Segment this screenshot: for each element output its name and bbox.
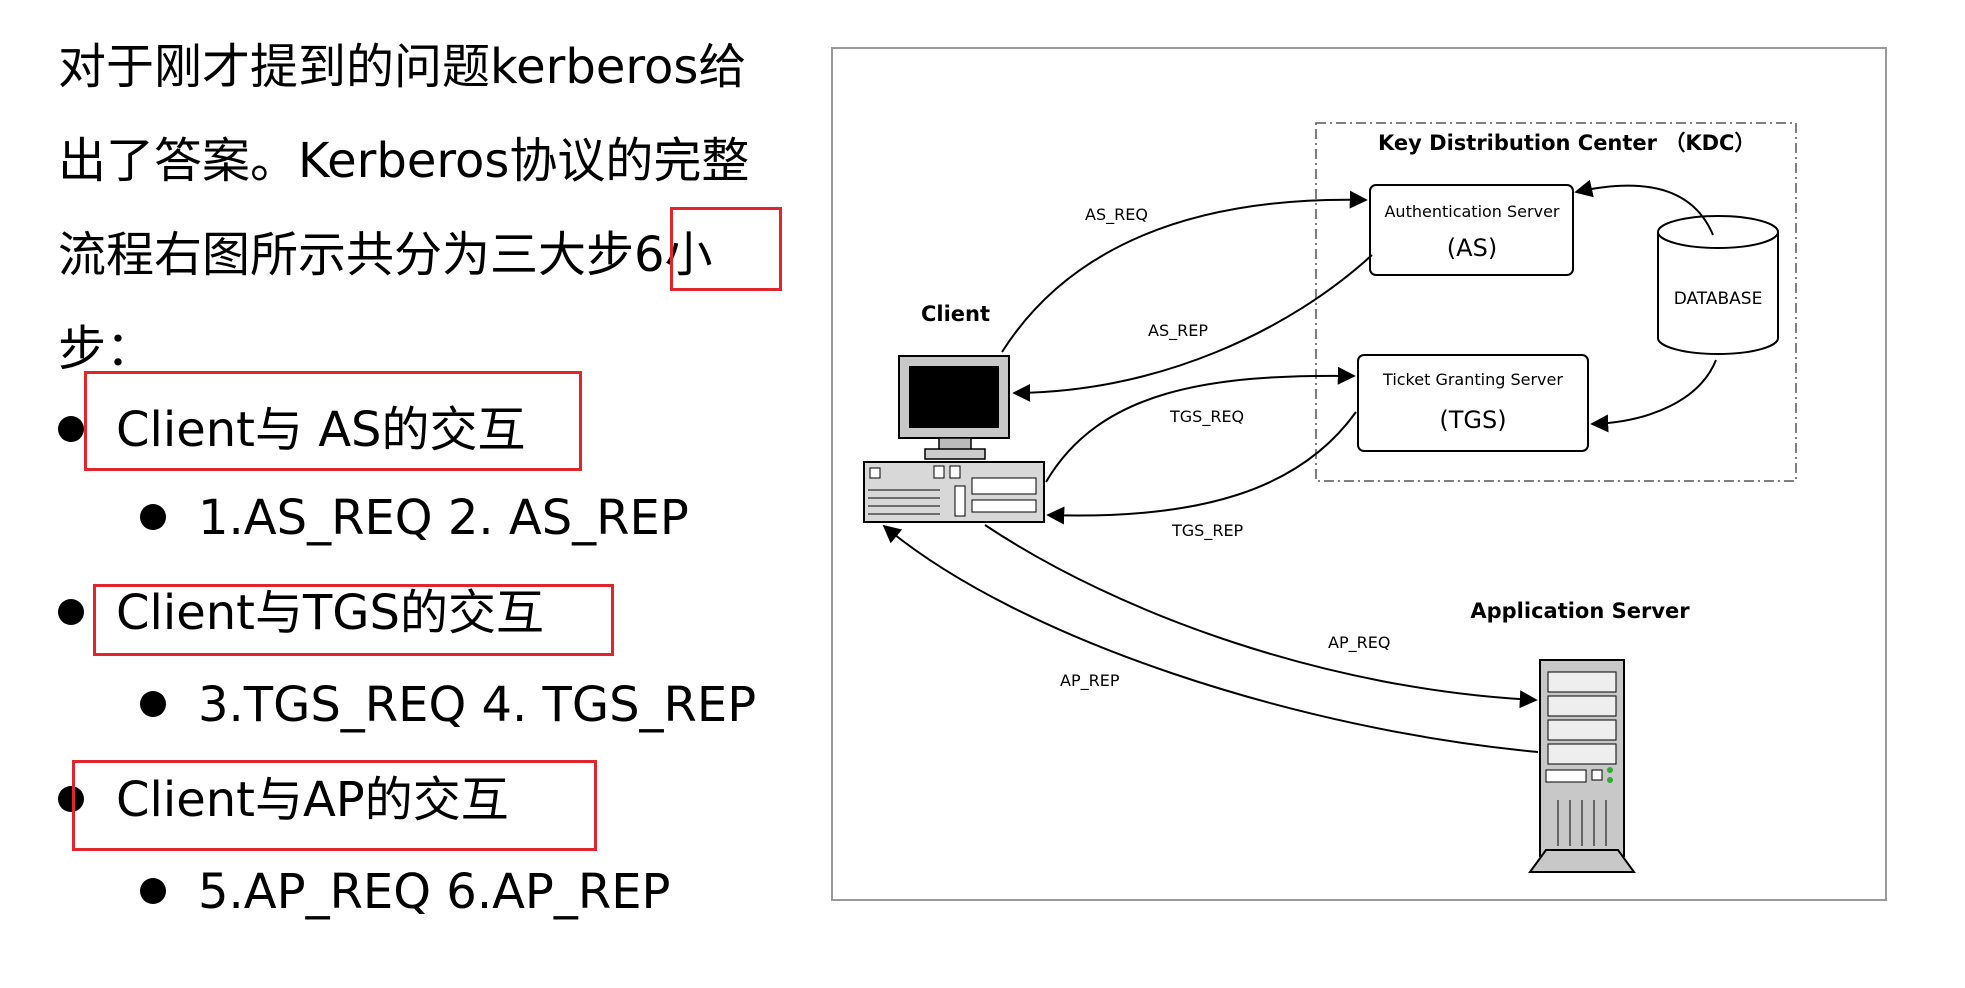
bullet-client-as: Client与 AS的交互 (58, 400, 526, 460)
bullet-label: Client与TGS的交互 (116, 585, 544, 641)
bullet-client-tgs: Client与TGS的交互 (58, 583, 544, 643)
bullet-client-ap: Client与AP的交互 (58, 770, 509, 830)
as-req-arrow (1001, 190, 1368, 353)
highlight-box-ap (72, 760, 597, 851)
bullet-dot (140, 504, 166, 530)
ap-req-label: AP_REQ (1328, 633, 1390, 653)
tgs-req-arrow (1045, 366, 1356, 483)
app-server-label: Application Server (1470, 599, 1690, 623)
client-label: Client (921, 302, 990, 326)
db-to-as-arrow (1574, 179, 1714, 236)
tgs-req-label: TGS_REQ (1169, 407, 1244, 427)
kdc-boundary (1315, 122, 1797, 482)
as-abbr: (AS) (1447, 234, 1497, 262)
highlight-box-as (84, 371, 582, 471)
highlight-box-6-steps (670, 207, 782, 291)
tgs-abbr: (TGS) (1439, 406, 1506, 434)
bullet-label: Client与AP的交互 (116, 772, 509, 828)
intro-line-3: 流程右图所示共分为三大步6小 (58, 227, 713, 283)
ap-rep-label: AP_REP (1060, 671, 1120, 691)
highlight-box-tgs (93, 584, 614, 656)
subbullet-as: 1.AS_REQ 2. AS_REP (140, 488, 689, 548)
bullet-label: Client与 AS的交互 (116, 402, 526, 458)
ap-req-arrow (984, 524, 1538, 709)
subbullet-label: 5.AP_REQ 6.AP_REP (198, 864, 671, 920)
as-req-label: AS_REQ (1085, 205, 1148, 225)
as-rep-arrow (1012, 254, 1373, 402)
bullet-dot (58, 599, 84, 625)
subbullet-label: 3.TGS_REQ 4. TGS_REP (198, 677, 757, 733)
bullet-dot (140, 878, 166, 904)
subbullet-ap: 5.AP_REQ 6.AP_REP (140, 862, 671, 922)
bullet-dot (140, 691, 166, 717)
subbullet-label: 1.AS_REQ 2. AS_REP (198, 490, 689, 546)
client-computer-icon (863, 355, 1045, 523)
intro-text: 对于刚才提到的问题kerberos给 出了答案。Kerberos协议的完整 流程… (58, 20, 808, 396)
intro-line-4: 步： (58, 321, 155, 377)
intro-line-1: 对于刚才提到的问题kerberos给 (58, 39, 747, 95)
db-to-tgs-arrow (1590, 359, 1717, 433)
bullet-dot (58, 786, 84, 812)
database-label: DATABASE (1674, 289, 1763, 309)
as-rep-label: AS_REP (1148, 321, 1208, 341)
ap-rep-arrow (882, 524, 1539, 753)
database-icon (1657, 215, 1779, 355)
as-box (1369, 184, 1574, 276)
tgs-title: Ticket Granting Server (1382, 370, 1563, 389)
intro-line-2: 出了答案。Kerberos协议的完整 (58, 133, 750, 189)
application-server-icon (1528, 659, 1636, 873)
as-title: Authentication Server (1384, 202, 1559, 221)
tgs-box (1357, 354, 1589, 452)
tgs-rep-label: TGS_REP (1171, 521, 1244, 541)
tgs-rep-arrow (1046, 411, 1357, 525)
bullet-dot (58, 416, 84, 442)
subbullet-tgs: 3.TGS_REQ 4. TGS_REP (140, 675, 756, 735)
kdc-title: Key Distribution Center （KDC） (1378, 131, 1755, 155)
